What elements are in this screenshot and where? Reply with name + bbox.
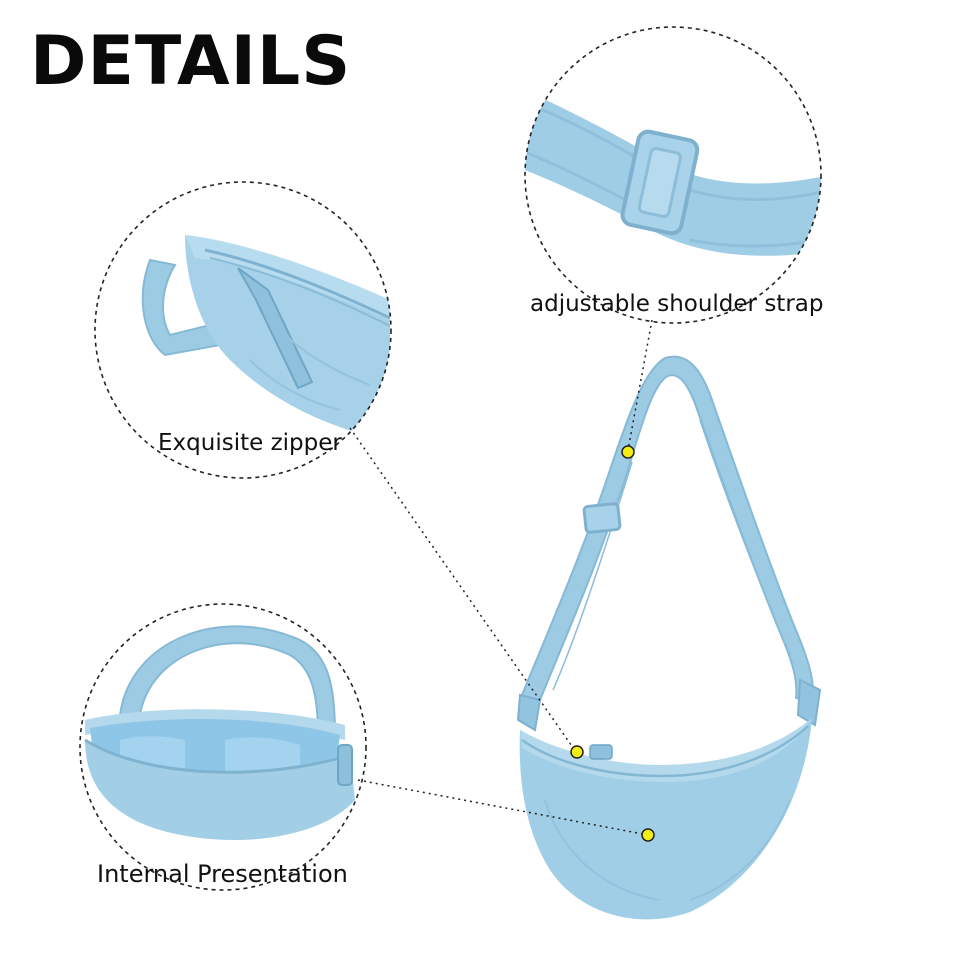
page-title: DETAILS [30,22,352,101]
internal-callout-label: Internal Presentation [97,860,348,888]
internal-detail-circle [79,603,367,891]
marker-dots [570,445,655,842]
strap-detail-circle [524,26,822,324]
marker-dot-zipper [570,745,584,759]
zipper-callout-label: Exquisite zipper [158,430,342,456]
marker-dot-internal [641,828,655,842]
crossbody-bag [516,355,822,920]
strap-callout-label: adjustable shoulder strap [530,291,824,317]
marker-dot-strap [621,445,635,459]
zipper-detail-circle [94,181,392,479]
leader-lines [349,319,653,836]
